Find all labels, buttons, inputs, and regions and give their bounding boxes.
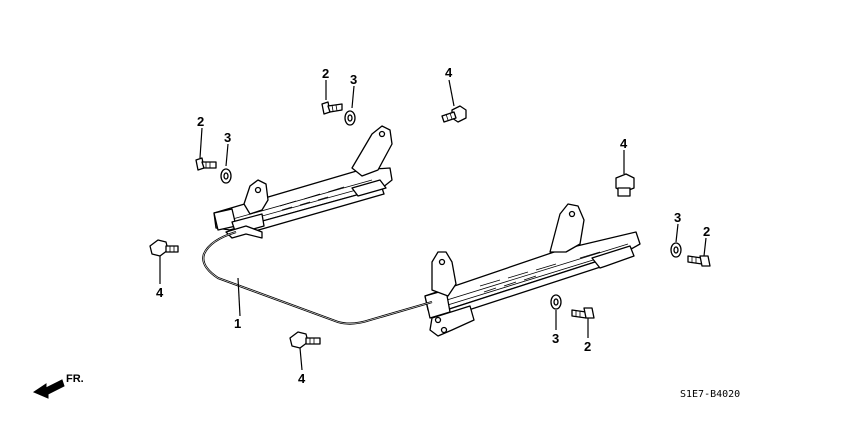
right-seat-rail [424, 203, 641, 337]
screw-icon [687, 255, 711, 267]
diagram-code: S1E7-B4020 [680, 389, 740, 400]
washer-icon [670, 242, 682, 258]
callout-3: 3 [552, 331, 559, 346]
washer-icon [344, 110, 356, 126]
callout-4: 4 [620, 136, 628, 151]
front-label: FR. [66, 373, 84, 385]
screw-icon [195, 157, 217, 171]
callout-4: 4 [445, 65, 453, 80]
leader-lines [159, 79, 707, 371]
callout-4: 4 [156, 285, 164, 300]
callout-2: 2 [322, 66, 329, 81]
screw-icon [571, 307, 595, 319]
screw-icon [321, 101, 343, 115]
washer-icon [550, 294, 562, 310]
flange-bolt-icon [441, 105, 467, 123]
callout-2: 2 [703, 224, 710, 239]
washer-icon [220, 168, 232, 184]
callout-3: 3 [350, 72, 357, 87]
callout-3: 3 [224, 130, 231, 145]
callout-2: 2 [584, 339, 591, 354]
flange-bolt-icon [289, 331, 321, 349]
connecting-wire [202, 230, 433, 325]
callout-4: 4 [298, 371, 306, 386]
callout-3: 3 [674, 210, 681, 225]
flange-bolt-icon [149, 239, 179, 257]
left-seat-rail [213, 125, 393, 239]
callout-1: 1 [234, 316, 241, 331]
flange-bolt-icon [615, 173, 635, 197]
callout-2: 2 [197, 114, 204, 129]
front-direction-arrow: FR. [32, 373, 84, 399]
